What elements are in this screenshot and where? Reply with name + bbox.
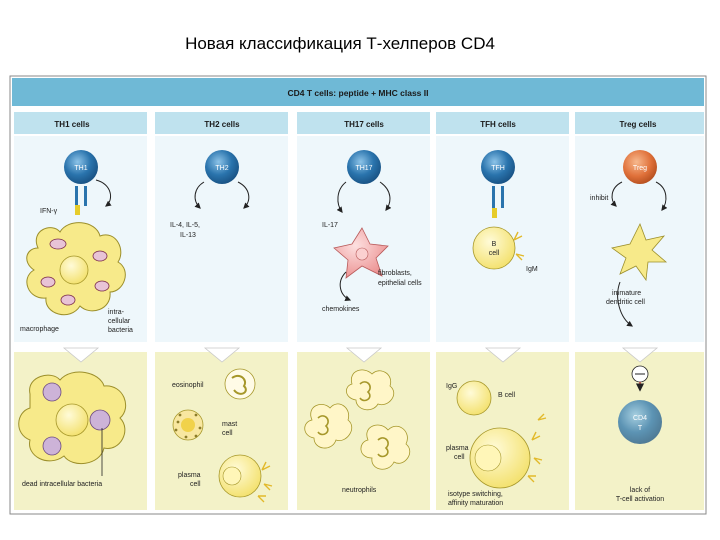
tfh-label-affinity: affinity maturation <box>448 500 503 507</box>
treg-label-inhibit: inhibit <box>590 195 608 202</box>
column-th2: TH2 IL-4, IL-5, IL-13 eosinophil mast ce… <box>170 150 273 503</box>
th17-label-neutrophils: neutrophils <box>342 487 377 494</box>
th2-cell <box>205 150 239 184</box>
tfh-label-igg: IgG <box>446 383 457 390</box>
cd4-t-cell <box>618 400 662 444</box>
tfh-label-igm: IgM <box>526 266 538 273</box>
th2-label-plasma-cell: cell <box>190 481 201 488</box>
th2-label-eosinophil: eosinophil <box>172 382 204 389</box>
th1-label-macrophage: macrophage <box>20 326 59 333</box>
th2-cell-label: TH2 <box>215 165 228 172</box>
th17-cell-label: TH17 <box>355 165 372 172</box>
column-title-th1: TH1 cells <box>54 120 90 129</box>
th1-label-dead-bacteria: dead intracellular bacteria <box>22 481 102 488</box>
column-th17: TH17 IL-17 fibroblasts, epithelial cells… <box>304 150 422 494</box>
treg-label-lack: lack of <box>630 487 650 494</box>
column-treg: Treg inhibit immature dendritic cell CD4… <box>590 150 668 503</box>
th1-label-ifn: IFN-γ <box>40 208 58 215</box>
th1-cell-label: TH1 <box>74 165 87 172</box>
b-cell-upper <box>472 226 516 270</box>
b-cell-lower <box>456 380 492 416</box>
column-title-treg: Treg cells <box>620 120 657 129</box>
th17-label-fibroblasts: fibroblasts, <box>378 270 412 277</box>
tfh-label-cell: cell <box>489 250 500 257</box>
treg-label-cd4: CD4 <box>633 415 647 422</box>
tfh-cell-label: TFH <box>491 165 505 172</box>
tfh-cell <box>481 150 515 184</box>
tfh-label-b: B <box>492 241 497 248</box>
column-title-th2: TH2 cells <box>204 120 240 129</box>
page-title: Новая классификация Т-хелперов CD4 <box>185 34 495 53</box>
treg-cell <box>623 150 657 184</box>
treg-cell-label: Treg <box>633 165 647 172</box>
header-text: CD4 T cells: peptide + MHC class II <box>287 88 428 98</box>
th1-label-bacteria: bacteria <box>108 327 133 334</box>
treg-label-immature: immature <box>612 290 641 297</box>
column-tfh: TFH B cell IgM IgG B cell plasma cell is… <box>446 150 547 507</box>
th2-label-il4: IL-4, IL-5, <box>170 222 200 229</box>
th2-label-mast: mast <box>222 421 237 428</box>
tfh-label-b-cell: B cell <box>498 392 516 399</box>
th1-cell <box>64 150 98 184</box>
th2-label-mast-cell: cell <box>222 430 233 437</box>
column-title-th17: TH17 cells <box>344 120 384 129</box>
treg-label-t: T <box>638 425 643 432</box>
neutrophils <box>304 369 411 470</box>
header-band <box>12 78 704 106</box>
th1-label-cellular: cellular <box>108 318 131 325</box>
immature-dendritic-cell <box>611 223 668 282</box>
column-title-tfh: TFH cells <box>480 120 516 129</box>
tfh-label-plasma: plasma <box>446 445 469 452</box>
th17-label-epithelial: epithelial cells <box>378 280 422 287</box>
treg-label-dendritic: dendritic cell <box>606 299 645 306</box>
th17-label-chemokines: chemokines <box>322 306 360 313</box>
row-connectors <box>62 347 659 363</box>
th2-label-il13: IL-13 <box>180 232 196 239</box>
th17-cell <box>347 150 381 184</box>
treg-label-activation: T-cell activation <box>616 496 664 503</box>
th1-label-intra: intra- <box>108 309 125 316</box>
tfh-label-plasma-cell: cell <box>454 454 465 461</box>
column-th1: TH1 IFN-γ macrophage intra- cellular bac… <box>18 150 133 488</box>
th2-label-plasma: plasma <box>178 472 201 479</box>
tfh-label-isotype: isotype switching, <box>448 491 503 498</box>
th17-label-il17: IL-17 <box>322 222 338 229</box>
